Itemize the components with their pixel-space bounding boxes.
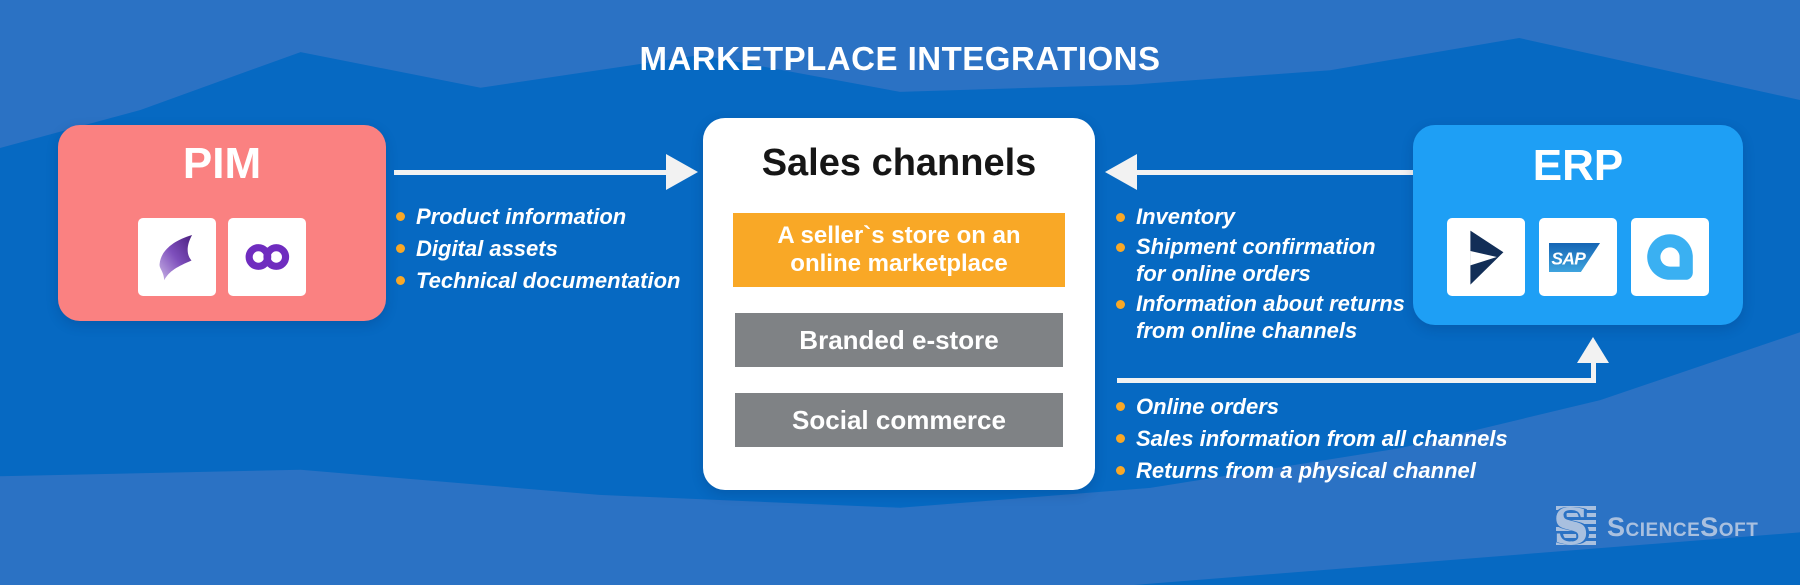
- channel-branded-estore: Branded e-store: [735, 313, 1063, 367]
- pim-icon-row: [58, 218, 386, 296]
- pimcore-icon: [138, 218, 216, 296]
- bullet-dot: [1116, 466, 1125, 475]
- list-item: Information about returns from online ch…: [1116, 290, 1405, 344]
- channel-marketplace-store: A seller`s store on an online marketplac…: [733, 213, 1065, 287]
- erp-to-sales-list: Inventory Shipment confirmation for onli…: [1116, 203, 1405, 347]
- list-item: Technical documentation: [396, 266, 680, 295]
- acumatica-icon: [1631, 218, 1709, 296]
- sales-to-erp-list: Online orders Sales information from all…: [1116, 392, 1508, 488]
- bullet-dot: [396, 276, 405, 285]
- sciencesoft-logo: S ScienceSoft: [1556, 506, 1758, 548]
- bullet-dot: [396, 244, 405, 253]
- sap-wordmark: SAP: [1551, 248, 1586, 268]
- akeneo-icon: [228, 218, 306, 296]
- bullet-dot: [1116, 213, 1125, 222]
- sciencesoft-mark-letter: S: [1556, 506, 1590, 548]
- sciencesoft-wordmark: ScienceSoft: [1607, 511, 1759, 542]
- bullet-dot: [1116, 243, 1125, 252]
- list-item: Returns from a physical channel: [1116, 456, 1508, 485]
- bullet-dot: [396, 212, 405, 221]
- microsoft-dynamics-icon: [1447, 218, 1525, 296]
- sales-channels-title: Sales channels: [761, 142, 1037, 184]
- erp-label: ERP: [1532, 141, 1624, 190]
- arrow-sales-to-erp-hline: [1117, 378, 1595, 383]
- arrow-sales-to-erp-vline: [1591, 360, 1596, 383]
- list-item: Shipment confirmation for online orders: [1116, 233, 1405, 287]
- pim-to-sales-list: Product information Digital assets Techn…: [396, 202, 680, 298]
- list-item: Digital assets: [396, 234, 680, 263]
- arrow-erp-to-sales-head: [1105, 154, 1137, 190]
- arrow-pim-to-sales-head: [666, 154, 698, 190]
- list-item: Online orders: [1116, 392, 1508, 421]
- diagram-title: MARKETPLACE INTEGRATIONS: [639, 40, 1161, 77]
- sap-icon: SAP: [1539, 218, 1617, 296]
- bullet-dot: [1116, 300, 1125, 309]
- channel-social-commerce: Social commerce: [735, 393, 1063, 447]
- bullet-dot: [1116, 434, 1125, 443]
- list-item: Sales information from all channels: [1116, 424, 1508, 453]
- arrow-erp-to-sales-line: [1137, 170, 1413, 175]
- arrow-sales-to-erp-head: [1577, 337, 1609, 363]
- pim-label: PIM: [182, 139, 262, 188]
- arrow-pim-to-sales-line: [394, 170, 666, 175]
- sales-channels-box: Sales channels A seller`s store on an on…: [703, 118, 1095, 490]
- erp-icon-row: SAP: [1413, 218, 1743, 296]
- erp-box: ERP SAP: [1413, 125, 1743, 325]
- pim-box: PIM: [58, 125, 386, 321]
- sciencesoft-mark-icon: S: [1556, 506, 1596, 548]
- list-item: Inventory: [1116, 203, 1405, 230]
- list-item: Product information: [396, 202, 680, 231]
- bullet-dot: [1116, 402, 1125, 411]
